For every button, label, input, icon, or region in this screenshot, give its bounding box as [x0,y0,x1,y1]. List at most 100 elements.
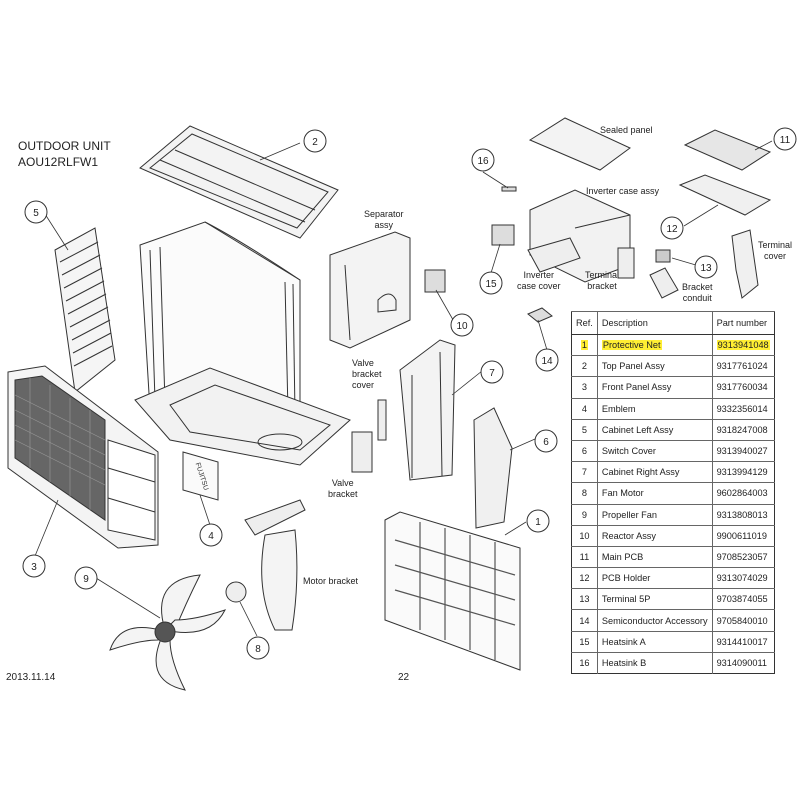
part-cabinet-right [399,339,456,481]
callout-5-number: 5 [33,208,39,219]
ref-cell: 11 [571,545,598,568]
part-reactor [424,269,446,293]
part-bracket-conduit [649,267,679,299]
label-valve-bracket-cover: Valve bracket cover [352,358,382,391]
callout-16-number: 16 [477,156,489,167]
description-cell: Heatsink B [597,651,713,674]
callout-8 [246,636,270,660]
callout-10-number: 10 [456,321,468,332]
part-terminal-5p [655,249,671,263]
part-emblem: FUJITSU [182,451,219,501]
label-separator-line1: Separator [364,209,404,219]
callout-15-number: 15 [485,279,497,290]
part-protective-net [384,511,521,671]
label-valve-bracket-cover-line3: cover [352,380,375,390]
part-number-cell: 9313940027 [712,439,775,462]
label-valve-bracket-cover-line2: bracket [352,369,382,379]
title-model: AOU12RLFW1 [18,155,99,169]
table-row: 15 Heatsink A 9314410017 [571,630,775,653]
description-cell-text: Fan Motor [601,488,644,499]
description-cell-text: Terminal 5P [601,594,651,605]
ref-cell: 9 [571,503,598,526]
part-motor-bracket [244,499,306,631]
part-number-cell-text: 9314410017 [716,636,768,647]
ref-cell-text: 7 [581,467,587,478]
title-line-1: OUTDOOR UNIT [18,139,111,153]
description-cell-text: Heatsink A [601,636,646,647]
callout-bubbles [22,127,797,660]
description-cell-text: Cabinet Right Assy [601,467,680,478]
part-number-cell: 9313941048 [712,333,775,356]
part-heatsink-a [491,224,515,246]
label-terminal-cover: Terminal cover [758,240,792,262]
part-number-cell: 9318247008 [712,418,775,441]
label-inverter-case-cover-line2: case cover [517,281,561,291]
callout-9-number: 9 [83,574,89,585]
part-number-cell-text: 9332356014 [716,403,768,414]
description-cell: Heatsink A [597,630,713,653]
description-cell-text: Semiconductor Accessory [601,615,708,626]
part-number-cell: 9705840010 [712,609,775,632]
description-cell: Propeller Fan [597,503,713,526]
description-cell: Top Panel Assy [597,355,713,377]
part-number-cell: 9900611019 [712,524,775,547]
ref-cell: 10 [571,524,598,547]
part-number-cell-text: 9313940027 [716,446,768,457]
callout-2-number: 2 [312,137,318,148]
part-number-cell-text: 9318247008 [716,424,768,435]
description-cell-text: PCB Holder [601,573,651,584]
ref-cell-text: 2 [581,361,587,372]
label-valve-bracket-line1: Valve [331,478,354,488]
part-number-cell-text: 9313994129 [716,467,768,478]
part-number-cell: 9313994129 [712,461,775,483]
callout-16 [471,148,495,172]
header-description: Description [597,311,713,335]
part-valve-bracket [351,399,387,473]
part-inverter-case-cover [527,237,581,273]
ref-cell-text: 15 [579,636,590,647]
callout-14 [535,348,559,372]
callout-1 [526,509,550,533]
ref-cell: 7 [571,461,598,483]
callout-15 [479,271,503,295]
callout-11-number: 11 [780,135,791,146]
ref-cell-text: 16 [579,657,590,668]
callout-6 [534,429,558,453]
label-bracket-conduit: Bracket conduit [682,282,713,304]
description-cell: Switch Cover [597,439,713,462]
ref-cell: 16 [571,651,598,674]
ref-cell: 3 [571,376,598,399]
callout-5 [24,200,48,224]
part-number-cell-text: 9317761024 [716,361,768,372]
description-cell: Semiconductor Accessory [597,609,713,632]
part-terminal-cover [731,229,759,299]
header-part-number: Part number [712,311,775,335]
part-number-cell: 9332356014 [712,397,775,420]
part-main-pcb [683,129,772,171]
leader-lines [34,140,773,637]
callout-8-number: 8 [255,644,261,655]
part-number-cell-text: 9602864003 [716,488,768,499]
label-inverter-case-cover-line1: Inverter [523,270,555,280]
callout-13-number: 13 [700,263,712,274]
ref-cell-text: 10 [579,530,590,541]
description-cell: Reactor Assy [597,524,713,547]
callout-7-number: 7 [489,368,495,379]
callout-6-number: 6 [543,437,549,448]
part-number-cell-text: 9314090011 [716,657,767,668]
table-row: 7 Cabinet Right Assy 9313994129 [571,461,775,483]
ref-cell: 13 [571,588,598,610]
description-cell: Main PCB [597,545,713,568]
callout-12-number: 12 [666,224,678,235]
part-fan-motor [225,581,247,603]
description-cell-text: Propeller Fan [601,509,658,520]
part-number-cell-text: 9313808013 [716,509,768,520]
description-cell: Protective Net [597,333,713,356]
part-number-cell: 9602864003 [712,482,775,504]
